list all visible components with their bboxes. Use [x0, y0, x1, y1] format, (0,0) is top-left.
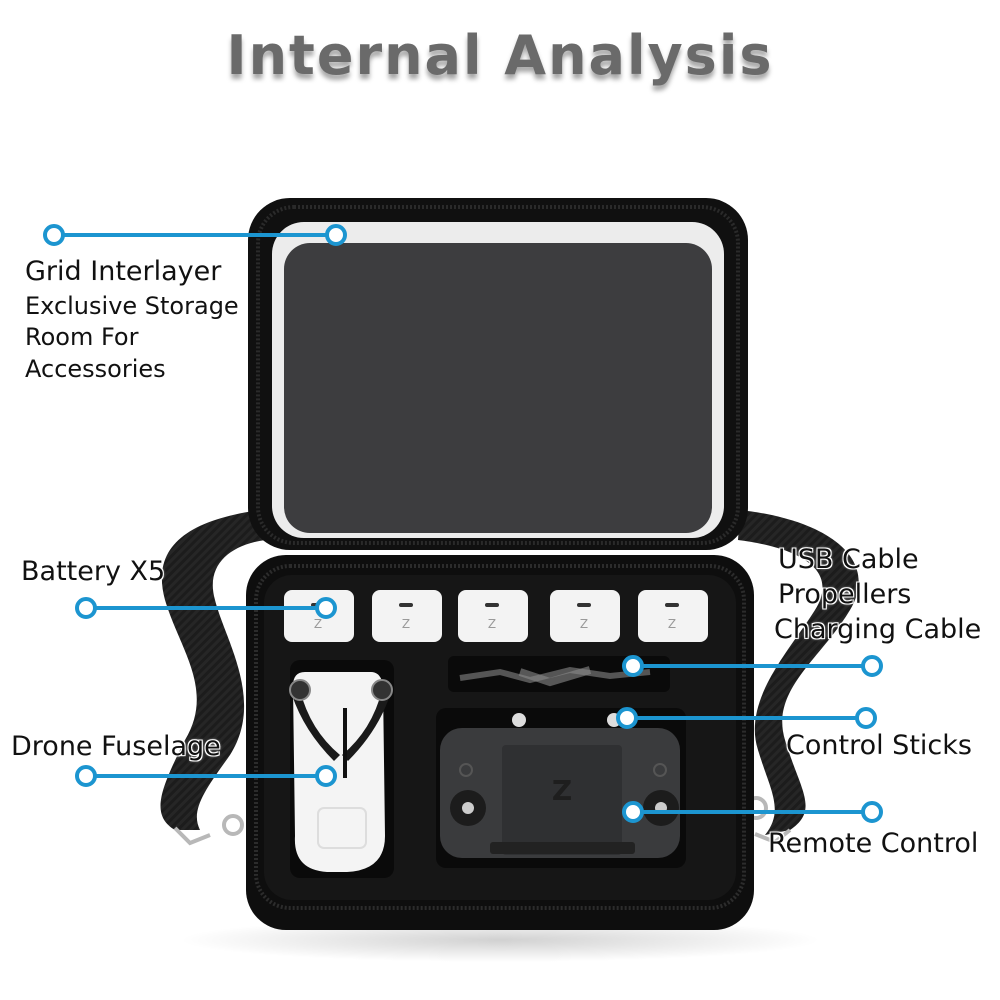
- label-charging-cable: Charging Cable: [774, 614, 982, 645]
- callout-dot-end-control-sticks: [855, 707, 877, 729]
- svg-text:Z: Z: [552, 774, 572, 807]
- callout-line-battery: [86, 606, 326, 610]
- callout-line-cables: [633, 664, 873, 668]
- svg-text:Z: Z: [668, 617, 676, 631]
- battery-4: Z: [550, 590, 620, 642]
- callout-dot-start-grid-interlayer: [43, 224, 65, 246]
- callout-dot-start-battery: [75, 597, 97, 619]
- label-drone-fuselage: Drone Fuselage: [11, 731, 221, 762]
- callout-dot-end-remote-control: [861, 801, 883, 823]
- callout-dot-start-drone-fuselage: [75, 765, 97, 787]
- svg-text:Z: Z: [402, 617, 410, 631]
- battery-5: Z: [638, 590, 708, 642]
- control-stick-left: [512, 713, 526, 727]
- callout-line-remote-control: [633, 810, 873, 814]
- page-title: Internal Analysis: [226, 24, 774, 87]
- label-control-sticks: Control Sticks: [786, 730, 972, 761]
- callout-line-grid-interlayer: [54, 233, 336, 237]
- label-grid-interlayer-line2: Exclusive Storage: [25, 292, 239, 320]
- label-grid-interlayer-title: Grid Interlayer: [25, 256, 222, 287]
- svg-text:Z: Z: [580, 617, 588, 631]
- label-grid-interlayer-line3: Room For: [25, 323, 139, 351]
- callout-dot-end-grid-interlayer: [325, 224, 347, 246]
- battery-3: Z: [458, 590, 528, 642]
- svg-text:Z: Z: [314, 617, 322, 631]
- label-usb-cable: USB Cable: [778, 544, 919, 575]
- callout-line-control-sticks: [627, 716, 867, 720]
- callout-line-drone-fuselage: [86, 774, 326, 778]
- cable-compartment: [448, 656, 670, 692]
- callout-dot-end-drone-fuselage: [315, 765, 337, 787]
- label-grid-interlayer-line4: Accessories: [25, 355, 166, 383]
- label-remote-control: Remote Control: [768, 828, 979, 859]
- callout-dot-end-battery: [315, 597, 337, 619]
- label-battery: Battery X5: [21, 556, 166, 587]
- label-propellers: Propellers: [778, 579, 912, 610]
- battery-row: Z Z Z Z Z: [284, 590, 708, 642]
- remote-control: Z: [436, 708, 686, 868]
- case-lid: [248, 198, 748, 550]
- svg-text:Z: Z: [488, 617, 496, 631]
- callout-dot-start-remote-control: [622, 801, 644, 823]
- callout-dot-start-control-sticks: [616, 707, 638, 729]
- callout-dot-start-cables: [622, 655, 644, 677]
- grid-interlayer-panel: [284, 243, 712, 533]
- battery-2: Z: [372, 590, 442, 642]
- drone-fuselage: [289, 660, 394, 878]
- callout-dot-end-cables: [861, 655, 883, 677]
